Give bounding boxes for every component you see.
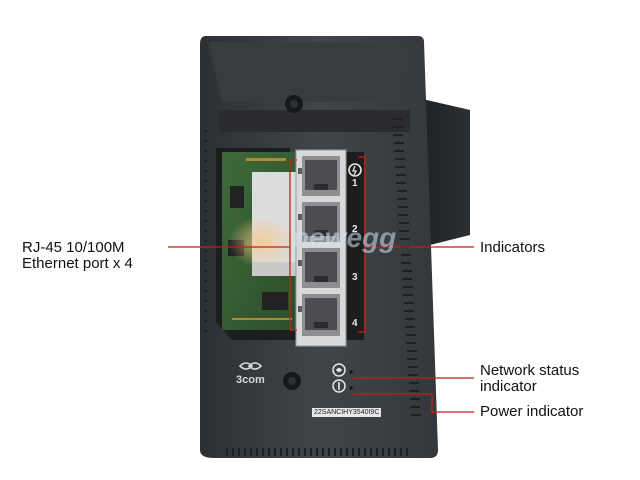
port-led-windows	[298, 168, 302, 312]
ethernet-port-label: RJ-45 10/100M Ethernet port x 4	[22, 240, 133, 272]
watermark: newegg	[292, 222, 397, 253]
network-status-led	[349, 370, 353, 374]
power-indicator-label: Power indicator	[480, 403, 584, 420]
port-status-icon	[348, 163, 362, 177]
network-status-label-line2: indicator	[480, 378, 537, 395]
rear-box	[418, 98, 470, 248]
power-led	[349, 386, 353, 390]
ethernet-port-stack	[295, 149, 347, 347]
serial-number: 22SANCIHY3540I9C	[312, 408, 382, 417]
power-led-icon	[332, 379, 346, 393]
vent-slots-right	[392, 118, 421, 416]
ethernet-port-label-line2: Ethernet port x 4	[22, 255, 133, 272]
vent-slots-left	[204, 130, 207, 332]
port-number-1: 1	[352, 178, 358, 189]
rj45-port-1	[302, 156, 340, 196]
network-status-led-icon	[332, 363, 346, 377]
rj45-port-2	[302, 202, 340, 242]
brand-label: 3com	[236, 374, 265, 386]
vent-slots-bottom	[226, 448, 408, 456]
indicators-label: Indicators	[480, 239, 546, 256]
rj45-port-3	[302, 248, 340, 288]
rj45-port-4	[302, 294, 340, 336]
network-status-label: Network status indicator	[480, 363, 579, 395]
3com-logo-mark	[238, 362, 263, 370]
ethernet-port-label-line1: RJ-45 10/100M	[22, 239, 125, 256]
network-status-label-line1: Network status	[480, 362, 580, 379]
port-number-3: 3	[352, 272, 358, 283]
port-number-4: 4	[352, 318, 358, 329]
callout-leaders	[168, 156, 474, 413]
port-number-2: 2	[352, 224, 358, 235]
